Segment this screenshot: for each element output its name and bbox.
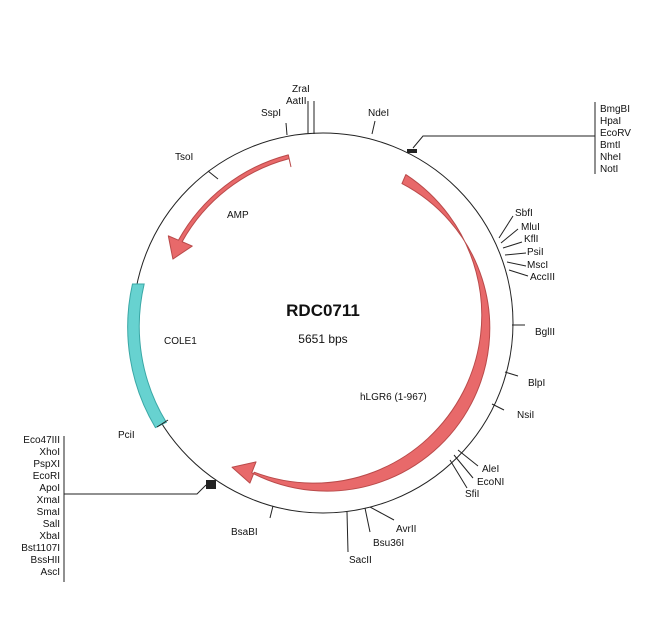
- site-label: NdeI: [368, 108, 389, 119]
- site-label: ZraI: [292, 84, 310, 95]
- site-label: NsiI: [517, 410, 534, 421]
- feature-label-cole1: COLE1: [164, 336, 197, 347]
- site-label: AatII: [286, 96, 307, 107]
- site-label: SalI: [43, 519, 60, 530]
- site-sspi[interactable]: SspI: [261, 108, 288, 136]
- site-label: AleI: [482, 464, 499, 475]
- site-stack-bsu36i-avrii[interactable]: Bsu36I AvrII: [364, 506, 416, 549]
- cluster-marker: [206, 480, 216, 489]
- site-blpi[interactable]: BlpI: [504, 371, 545, 389]
- site-nsii[interactable]: NsiI: [491, 403, 534, 421]
- site-label: EcoRV: [600, 128, 631, 139]
- site-label: TsoI: [175, 152, 193, 163]
- plasmid-size: 5651 bps: [298, 332, 347, 346]
- site-bsabi[interactable]: BsaBI: [231, 505, 274, 538]
- site-label: EcoNI: [477, 477, 504, 488]
- site-label: AccIII: [530, 272, 555, 283]
- site-bglii[interactable]: BglII: [512, 324, 555, 338]
- site-label: EcoRI: [33, 471, 60, 482]
- site-label: KflI: [524, 234, 538, 245]
- site-label: PspXI: [33, 459, 60, 470]
- site-label: Eco47III: [23, 435, 60, 446]
- site-label: PsiI: [527, 247, 544, 258]
- site-cluster-right[interactable]: SbfI MluI KflI PsiI MscI AccIII: [498, 208, 555, 283]
- site-label: BsaBI: [231, 527, 258, 538]
- feature-hlgr6-arrow[interactable]: [231, 174, 491, 492]
- site-label: MluI: [521, 222, 540, 233]
- site-stack-alei-econi-sfii[interactable]: AleI EcoNI SfiI: [449, 449, 504, 500]
- site-label: SfiI: [465, 489, 479, 500]
- site-cluster-left[interactable]: Eco47III XhoI PspXI EcoRI ApoI XmaI SmaI…: [21, 435, 216, 582]
- site-stack-zrai-aatii[interactable]: ZraI AatII: [286, 84, 315, 134]
- cluster-marker: [407, 149, 417, 153]
- feature-label-hlgr6: hLGR6 (1-967): [360, 392, 427, 403]
- site-sacii[interactable]: SacII: [346, 511, 372, 566]
- site-label: PciI: [118, 430, 135, 441]
- site-label: NotI: [600, 164, 618, 175]
- site-label: XhoI: [39, 447, 60, 458]
- site-label: BmtI: [600, 140, 621, 151]
- site-label: XbaI: [39, 531, 60, 542]
- plasmid-backbone: [132, 132, 514, 514]
- plasmid-name: RDC0711: [286, 301, 360, 320]
- site-label: BglII: [535, 327, 555, 338]
- site-label: NheI: [600, 152, 621, 163]
- feature-label-amp: AMP: [227, 210, 249, 221]
- feature-amp-arrow[interactable]: [167, 154, 292, 260]
- site-label: AvrII: [396, 524, 416, 535]
- site-label: SbfI: [515, 208, 533, 219]
- site-label: SmaI: [37, 507, 60, 518]
- site-label: Bsu36I: [373, 538, 404, 549]
- site-cluster-top-right[interactable]: BmgBI HpaI EcoRV BmtI NheI NotI: [407, 102, 631, 175]
- site-ndei[interactable]: NdeI: [368, 108, 389, 135]
- site-label: BmgBI: [600, 104, 630, 115]
- site-label: AscI: [41, 567, 60, 578]
- site-label: BlpI: [528, 378, 545, 389]
- feature-cole1-block[interactable]: [127, 283, 168, 429]
- site-label: SacII: [349, 555, 372, 566]
- site-pcii[interactable]: PciI: [118, 419, 169, 441]
- site-label: HpaI: [600, 116, 621, 127]
- site-label: MscI: [527, 260, 548, 271]
- site-label: SspI: [261, 108, 281, 119]
- site-label: ApoI: [39, 483, 60, 494]
- site-tsoi[interactable]: TsoI: [175, 152, 219, 180]
- site-label: BssHII: [31, 555, 60, 566]
- site-label: XmaI: [37, 495, 60, 506]
- site-label: Bst1107I: [21, 543, 60, 554]
